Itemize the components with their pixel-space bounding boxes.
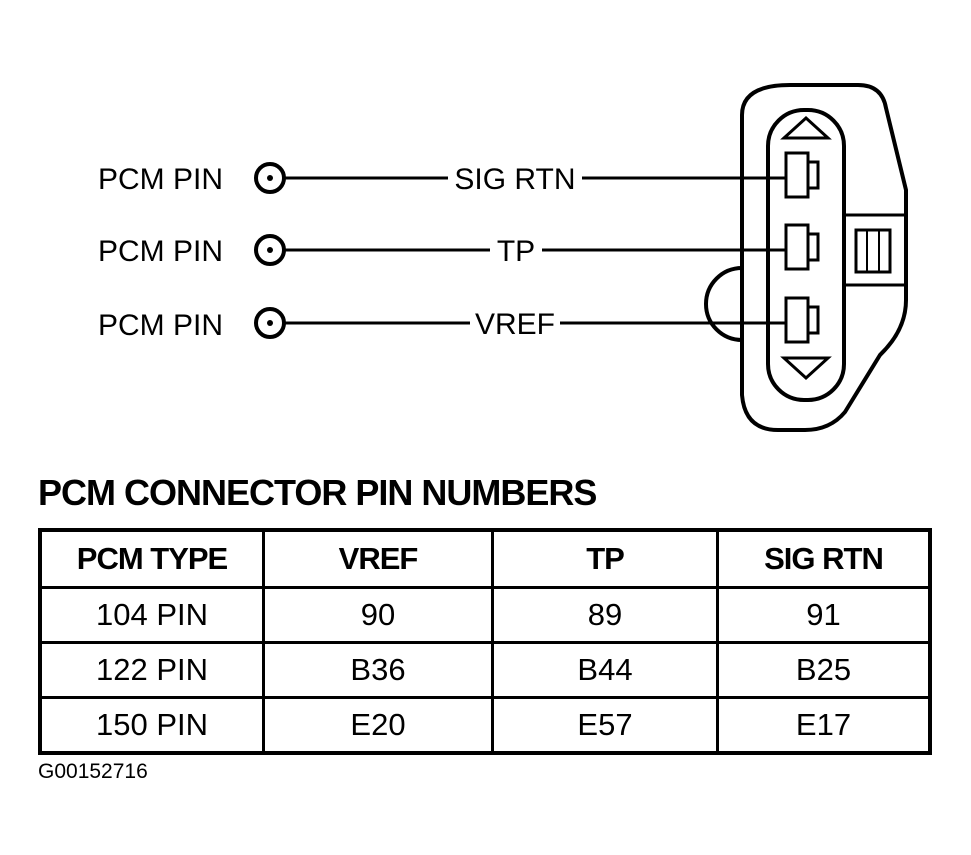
terminal-pin [784, 151, 810, 199]
table-cell: 122 PIN [38, 641, 265, 699]
down-arrow-icon [780, 356, 832, 381]
column-header: VREF [262, 528, 494, 589]
table-row: 122 PIN B36 B44 B25 [38, 641, 932, 699]
table-cell: E17 [716, 696, 932, 755]
wire-label: VREF [475, 308, 555, 341]
connector-housing [740, 83, 908, 432]
column-header: PCM TYPE [38, 528, 265, 589]
table-cell: 90 [262, 586, 494, 644]
table-cell: E57 [491, 696, 719, 755]
table-cell: E20 [262, 696, 494, 755]
terminal-pin [784, 296, 810, 344]
figure-code: G00152716 [38, 760, 148, 783]
table-row: 150 PIN E20 E57 E17 [38, 696, 932, 755]
pcm-pin-label: PCM PIN [98, 309, 223, 342]
wire-label: TP [497, 235, 535, 268]
connector-cavity [766, 108, 846, 402]
table-cell: B25 [716, 641, 932, 699]
column-header: SIG RTN [716, 528, 932, 589]
table-cell: 150 PIN [38, 696, 265, 755]
table-header-row: PCM TYPE VREF TP SIG RTN [38, 528, 932, 589]
terminal-pin [784, 223, 810, 271]
pin-number-table: PCM TYPE VREF TP SIG RTN 104 PIN 90 89 9… [38, 528, 932, 755]
pcm-pin-label: PCM PIN [98, 235, 223, 268]
pcm-pin-label: PCM PIN [98, 163, 223, 196]
wire-row-tp: PCM PIN TP [98, 223, 820, 271]
table-cell: 104 PIN [38, 586, 265, 644]
table-cell: B44 [491, 641, 719, 699]
table-cell: B36 [262, 641, 494, 699]
table-row: 104 PIN 90 89 91 [38, 586, 932, 644]
connector-wiring-diagram: PCM PIN SIG RTN PCM PIN TP PCM PIN VREF [98, 83, 908, 432]
up-arrow-icon [780, 115, 832, 140]
wire-row-sig-rtn: PCM PIN SIG RTN [98, 151, 820, 199]
wire-row-vref: PCM PIN VREF [98, 296, 820, 344]
table-title: PCM CONNECTOR PIN NUMBERS [38, 472, 597, 513]
connector-side-bump [704, 266, 743, 342]
connector-latch [844, 213, 906, 287]
wire-label: SIG RTN [454, 163, 575, 196]
latch-grip [854, 228, 892, 274]
table-cell: 91 [716, 586, 932, 644]
column-header: TP [491, 528, 719, 589]
table-cell: 89 [491, 586, 719, 644]
